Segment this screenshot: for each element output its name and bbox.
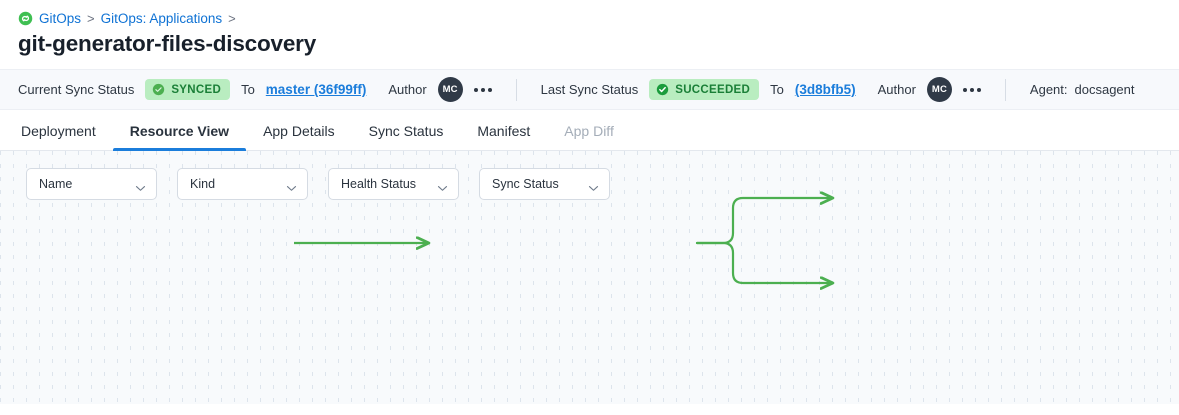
status-divider-1 [515,78,517,101]
current-revision-link[interactable]: master (36f99ff) [265,82,367,97]
tab-manifest[interactable]: Manifest [477,123,531,139]
filter-name-select[interactable]: Name [26,168,157,200]
current-sync-status-value: SYNCED [171,83,222,96]
last-author-label: Author [877,82,916,97]
filter-health-status-label: Health Status [341,177,417,191]
filter-health-status-select[interactable]: Health Status [328,168,459,200]
breadcrumb-separator-1: > [87,10,95,26]
filter-sync-status-label: Sync Status [492,177,559,191]
last-sync-status-badge: SUCCEEDED [649,79,760,100]
status-bar: Current Sync Status SYNCED To master (36… [0,69,1179,110]
edge-appset-to-prod [695,241,832,283]
last-revision-link[interactable]: (3d8bfb5) [794,82,856,97]
tab-resource-view[interactable]: Resource View [112,123,247,151]
last-sync-status-label: Last Sync Status [540,82,639,97]
tab-bar: Deployment Resource View App Details Syn… [0,110,1179,151]
status-divider-2 [1004,78,1006,101]
agent-label: Agent: [1029,82,1068,97]
page-title: git-generator-files-discovery [18,31,317,56]
current-author-avatar[interactable]: MC [437,77,463,102]
last-to-label: To [770,82,784,97]
current-author-label: Author [388,82,427,97]
edge-appset-to-dev [695,198,832,245]
tab-sync-status[interactable]: Sync Status [368,123,444,139]
last-more-horizontal-icon[interactable] [962,87,981,92]
filter-name-label: Name [39,177,73,191]
filter-bar: Name Kind Health Status Sync Status [0,151,1179,200]
last-author-avatar[interactable]: MC [926,77,952,102]
breadcrumb-item-gitops[interactable]: GitOps [39,10,82,26]
current-more-horizontal-icon[interactable] [473,87,492,92]
breadcrumb: GitOps > GitOps: Applications > [0,0,1179,26]
agent-value: docsagent [1074,82,1135,97]
current-sync-status-label: Current Sync Status [18,82,135,97]
chevron-down-icon [286,181,297,191]
filter-kind-select[interactable]: Kind [177,168,308,200]
chevron-down-icon [135,181,146,191]
check-circle-filled-icon [656,83,669,96]
current-to-label: To [241,82,255,97]
filter-sync-status-select[interactable]: Sync Status [479,168,610,200]
filter-kind-label: Kind [190,177,216,191]
tab-app-diff[interactable]: App Diff [564,123,614,139]
last-sync-status-value: SUCCEEDED [675,83,751,96]
current-sync-status-badge: SYNCED [145,79,231,100]
gitops-link-icon [18,11,33,26]
resource-graph-canvas[interactable]: Name Kind Health Status Sync Status [0,151,1179,404]
check-circle-icon [152,83,165,96]
tab-deployment[interactable]: Deployment [21,123,96,139]
chevron-down-icon [437,181,448,191]
chevron-down-icon [588,181,599,191]
breadcrumb-separator-2: > [228,10,236,26]
tab-app-details[interactable]: App Details [263,123,335,139]
breadcrumb-item-applications[interactable]: GitOps: Applications [100,10,223,26]
